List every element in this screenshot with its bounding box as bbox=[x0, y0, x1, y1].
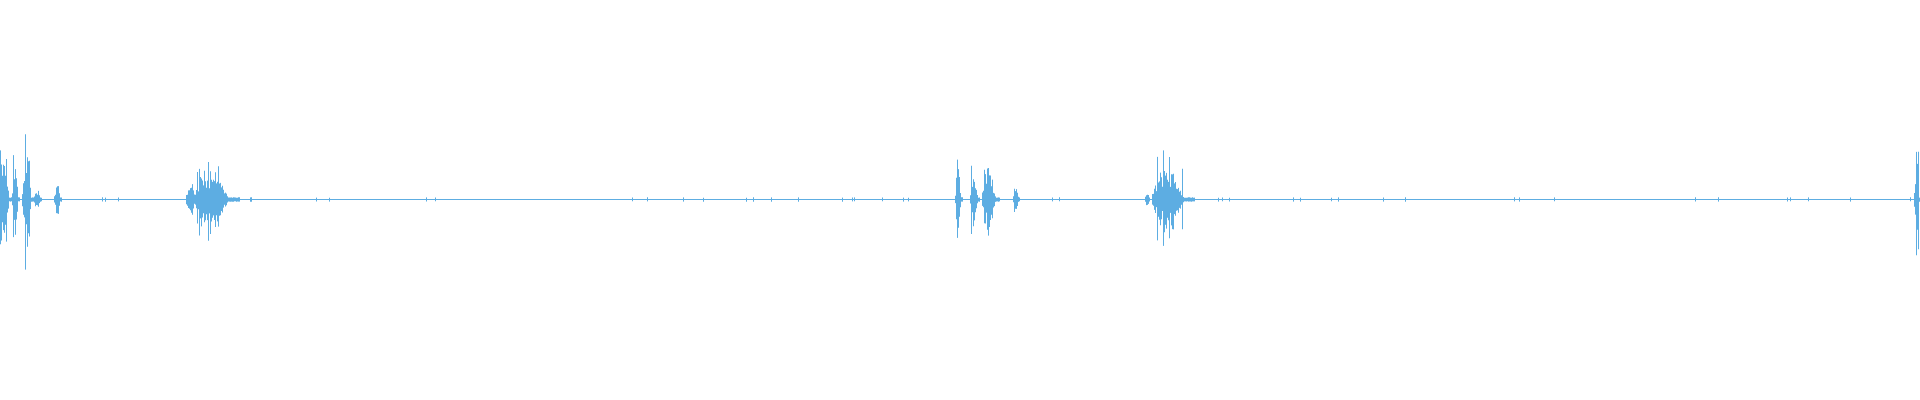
waveform-samples bbox=[0, 134, 1920, 270]
